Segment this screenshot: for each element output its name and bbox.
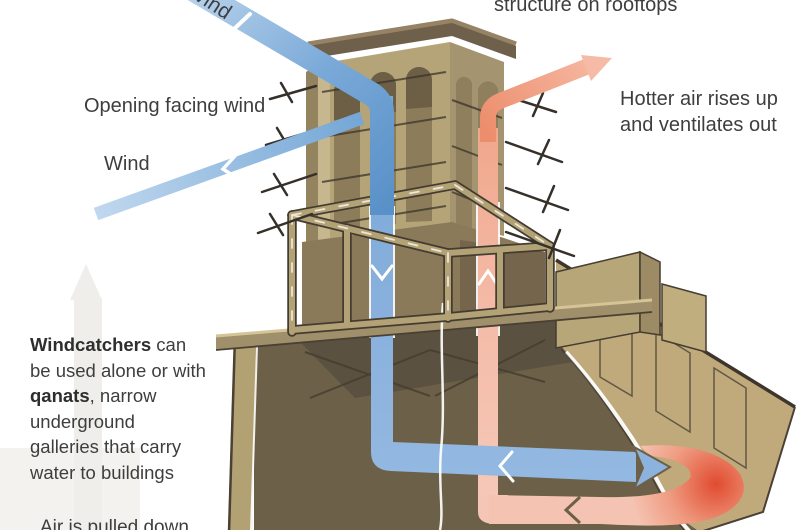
wind-arrow-top <box>187 0 394 215</box>
left-cut-wall <box>227 335 258 530</box>
balcony-railing <box>287 180 555 337</box>
rooftop-structures <box>555 250 707 353</box>
tower-cornice <box>307 18 517 59</box>
cool-air-arrowhead <box>631 444 672 492</box>
qanats-note-line: galleries that carry <box>30 436 182 457</box>
label-air-pulled-down: Air is pulled down <box>40 517 189 530</box>
hot-air-exit-arrow <box>480 55 612 142</box>
wind-arrow-mid <box>93 111 365 221</box>
cutaway-fold-line <box>438 302 445 530</box>
warm-air-u-turn <box>489 445 744 526</box>
qanats-note-line: water to buildings <box>30 461 174 483</box>
qanats-note-line: be used alone or with <box>30 359 206 381</box>
label-hotter-air-line1: Hotter air rises up <box>620 88 778 110</box>
scaffold-sticks <box>256 81 576 260</box>
qanats-note: Windcatchers can be used alone or with q… <box>30 332 206 485</box>
qanats-note-line: underground <box>30 410 135 432</box>
qanats-note-line: qanats, narrow <box>30 385 157 406</box>
label-wind: Wind <box>104 153 150 175</box>
qanats-note-line: Windcatchers can <box>30 334 187 355</box>
caption-structure-on-rooftops: structure on rooftops <box>494 0 678 16</box>
background-skyline-watermark <box>0 264 140 530</box>
label-opening-facing-wind: Opening facing wind <box>84 95 266 117</box>
label-hotter-air: Hotter air rises up and ventilates out <box>620 86 778 138</box>
label-hotter-air-line2: and ventilates out <box>620 114 777 136</box>
